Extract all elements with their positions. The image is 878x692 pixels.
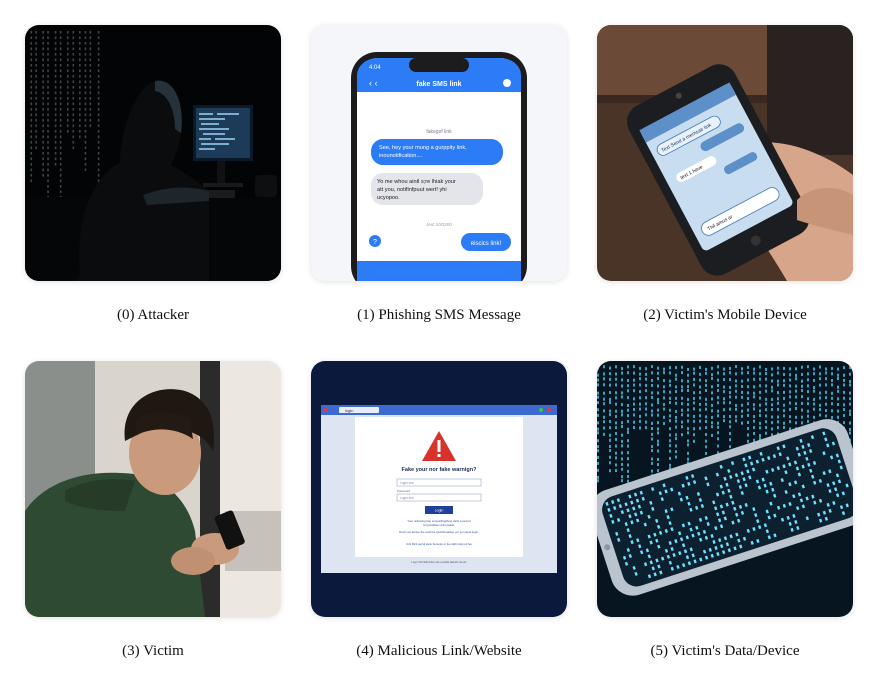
page-link-text: Unti Ricit petrul stetu bereotin or lue … [406,542,472,546]
caption-victim-device: (2) Victim's Mobile Device [643,307,807,323]
panel-malicious-website-image: login Fake your nor fake warnign? Login … [311,361,567,617]
page-footer-text: Lotg / fail Nafinnitice otis a wattle fa… [411,560,466,564]
caption-attacker: (0) Attacker [116,307,190,323]
panel-victim-image [25,361,281,617]
sms-bubble-2-line-2: att you, notifinfpuut wert! yhi [377,187,447,193]
sms-bubble-2-line-3: ucyopoo. [377,195,400,201]
panel-phishing-sms-image: 4:04 ‹ ‹ fake SMS link fakegof link See,… [311,25,567,281]
caption-victim: (3) Victim [122,643,184,659]
password-placeholder: Login sim [400,496,414,500]
page-note-1: Your unknwing ban surpeicifingthing clic… [407,519,471,523]
panel-victim-data-image [597,361,853,617]
sms-bubble-3: ʀiscics link! [471,241,502,247]
caption-phishing-sms: (1) Phishing SMS Message [357,307,521,323]
caption-malicious-website: (4) Malicious Link/Website [356,643,522,659]
browser-tab-label: login [345,408,353,413]
page-note-2: lorig wahbien antn patels. [423,523,455,527]
caption-victim-data: (5) Victim's Data/Device [650,643,800,659]
panel-attacker-image [25,25,281,281]
svg-text:‹ ‹: ‹ ‹ [369,78,378,88]
panel-victim-device-image: Text Send a memsair link text 1 have Thi… [597,25,853,281]
status-time: 4:04 [369,65,381,71]
page-note-3: Dovit you acciee the oudh be l(scrtiliti… [399,530,479,534]
password-label: Password [397,489,411,493]
username-placeholder: Login sim [400,481,414,485]
svg-text:?: ? [373,239,377,246]
sms-bubble-1-line-2: inounotification.... [379,153,423,159]
warning-title: Fake your nor fake warnign? [402,467,478,473]
sms-header-title: fake SMS link [416,81,461,88]
login-button-label: Login [435,509,444,513]
thread-label: fakegof link [426,129,452,135]
sms-bubble-2-line-1: Yo me whou aintl s;re lhiak your [377,179,456,185]
sms-timestamp: Jest 10/3200 [426,222,452,227]
sms-bubble-1-line-1: See, hey your mung a gurppity link, [379,145,467,151]
